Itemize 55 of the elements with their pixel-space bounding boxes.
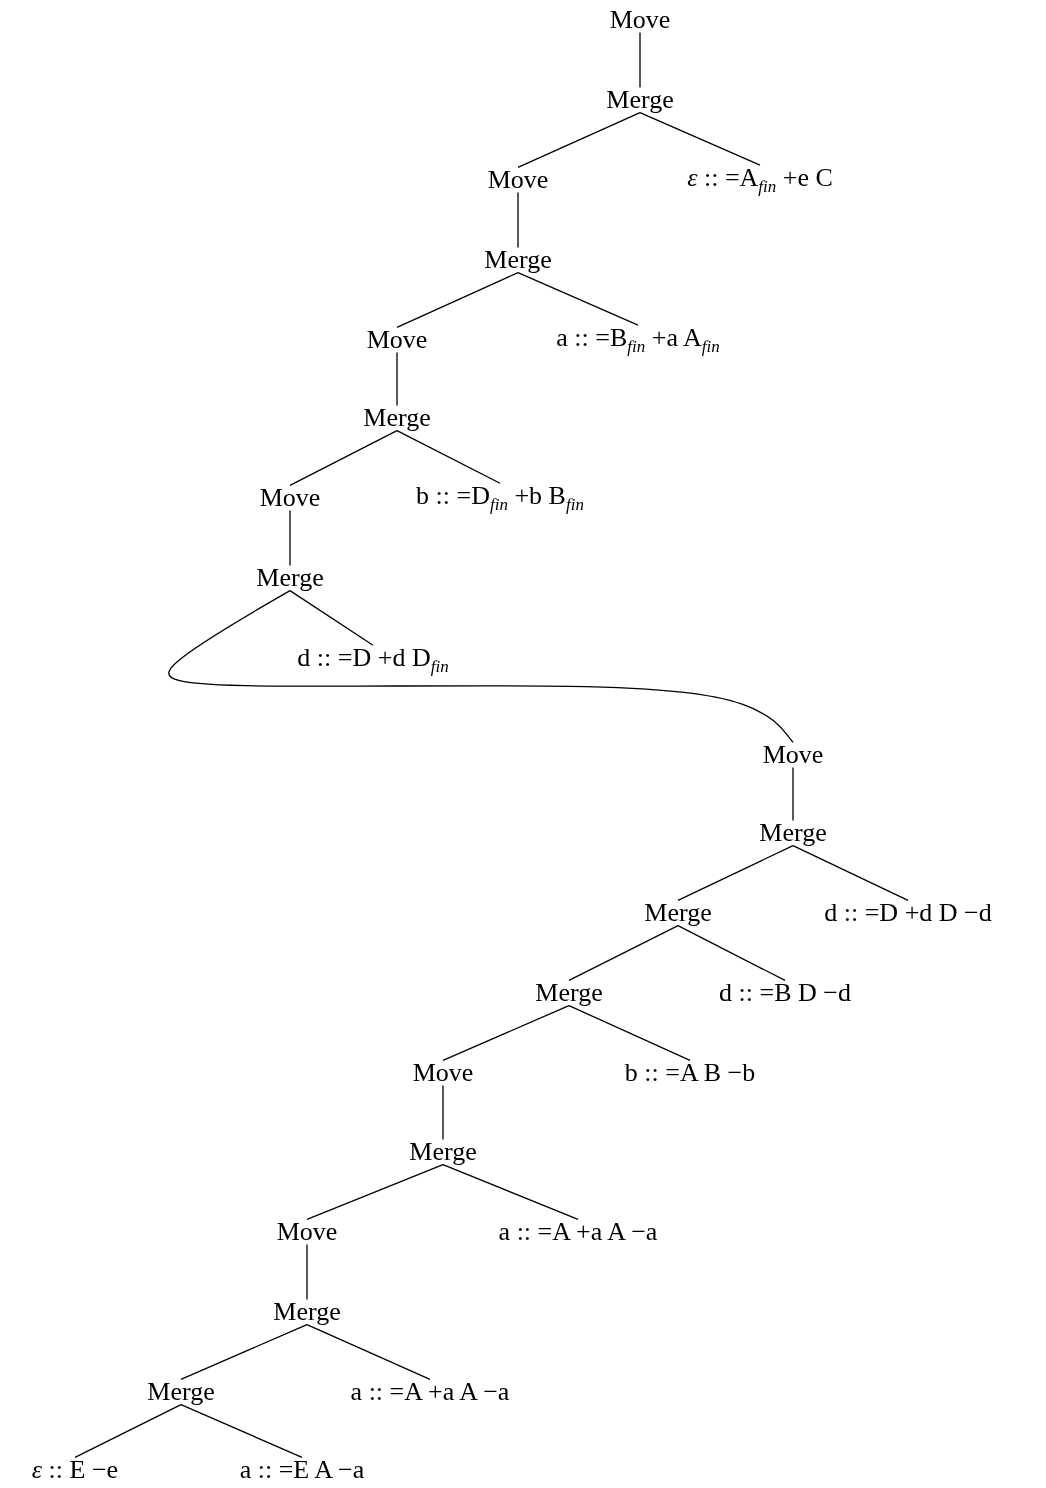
tree-node-label: b :: =A B −b <box>624 1057 756 1089</box>
tree-node-label: Move <box>762 739 824 771</box>
tree-node-label: ε :: E −e <box>31 1454 119 1486</box>
tree-node-label: Merge <box>535 977 603 1009</box>
tree-node-label: b :: =D$_{fin}$ +b B$_{fin}$ <box>416 480 584 516</box>
branch-line <box>180 1403 303 1459</box>
tree-node-label: Merge <box>759 817 827 849</box>
branch-line <box>792 844 909 902</box>
branch-line <box>289 509 291 567</box>
tree-node-label: ε :: =A$_{fin}$ +e C <box>687 162 833 198</box>
branch-line <box>306 1243 308 1301</box>
tree-node-label: a :: =A +a A −a <box>350 1376 510 1408</box>
branch-line <box>396 429 501 484</box>
tree-node-label: Move <box>259 482 321 514</box>
tree-node-label: Merge <box>147 1376 215 1408</box>
branch-line <box>396 271 519 329</box>
tree-node-label: Merge <box>256 562 324 594</box>
branch-line <box>639 111 761 166</box>
branch-line <box>517 111 641 169</box>
branch-line <box>289 429 398 487</box>
branch-line <box>639 31 641 89</box>
branch-line <box>396 351 398 407</box>
branch-line <box>442 1084 444 1141</box>
branch-line <box>677 844 794 902</box>
branch-line <box>568 924 679 982</box>
tree-node-label: d :: =D +d D −d <box>824 897 992 929</box>
tree-node-label: Move <box>366 324 428 356</box>
branch-line <box>289 589 374 646</box>
tree-node-label: Merge <box>606 84 674 116</box>
tree-node-label: Move <box>276 1216 338 1248</box>
branch-line <box>74 1403 182 1459</box>
tree-node-label: d :: =B D −d <box>719 977 851 1009</box>
branch-line <box>180 1323 308 1381</box>
tree-node-label: Merge <box>273 1296 341 1328</box>
branch-line <box>568 1004 691 1062</box>
branch-line <box>442 1004 570 1062</box>
branch-line <box>792 766 794 822</box>
tree-node-label: Move <box>609 4 671 36</box>
tree-node-label: Move <box>412 1057 474 1089</box>
tree-node-label: a :: =B$_{fin}$ +a A$_{fin}$ <box>556 322 720 358</box>
tree-node-label: Merge <box>409 1136 477 1168</box>
tree-node-label: a :: =E A −a <box>239 1454 365 1486</box>
branch-line <box>306 1323 431 1381</box>
tree-node-label: d :: =D +d D$_{fin}$ <box>297 642 449 678</box>
tree-node-label: Merge <box>363 402 431 434</box>
branch-line <box>517 271 639 326</box>
branch-line <box>517 191 519 249</box>
branch-line <box>442 1163 579 1221</box>
tree-node-label: Move <box>487 164 549 196</box>
curved-branch-line <box>168 589 794 744</box>
tree-node-label: Merge <box>644 897 712 929</box>
tree-node-label: a :: =A +a A −a <box>498 1216 658 1248</box>
branch-line <box>677 924 786 982</box>
tree-node-label: Merge <box>484 244 552 276</box>
branch-line <box>306 1163 444 1221</box>
